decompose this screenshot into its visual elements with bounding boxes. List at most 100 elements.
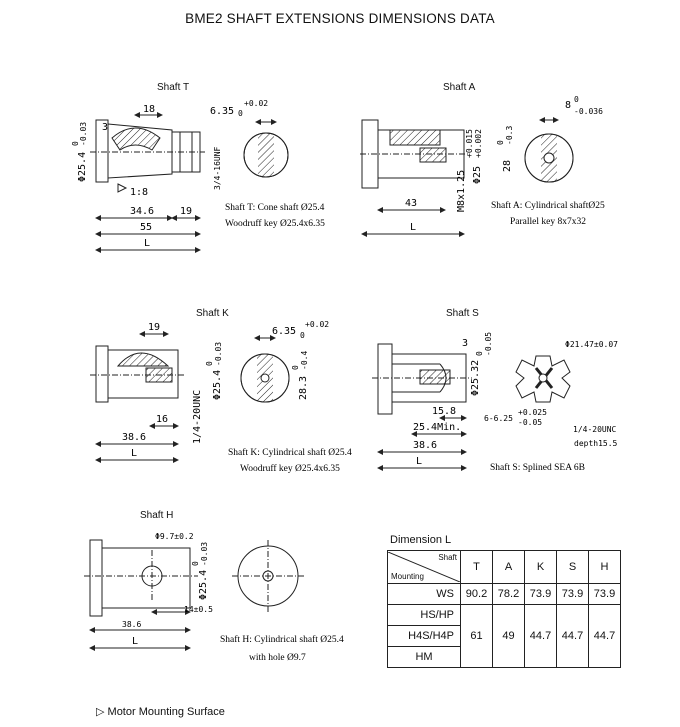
shaft-k-dim-19: 19 xyxy=(148,322,160,333)
shaft-a-dim-thread: M8x1.25 xyxy=(456,170,467,212)
value-cell: 90.2 xyxy=(460,583,493,605)
shaft-k-caption-1: Shaft K: Cylindrical shaft Ø25.4 xyxy=(228,447,352,458)
shaft-h-caption-2: with hole Ø9.7 xyxy=(249,653,306,663)
shaft-k-dim-28-tol2: -0.4 xyxy=(300,351,309,370)
shaft-s-dim-25-4: 25.4Min. xyxy=(413,422,461,433)
shaft-s-dim-dia-tol2: -0.05 xyxy=(484,332,493,356)
shaft-s-dim-thread: 1/4-20UNC xyxy=(573,425,617,434)
shaft-h-drawing xyxy=(84,539,304,651)
shaft-t-label: Shaft T xyxy=(157,82,190,93)
shaft-k-dim-key-tol2: 0 xyxy=(300,331,305,340)
shaft-k-dim-dia-tol2: -0.03 xyxy=(214,342,223,366)
value-cell: 49 xyxy=(492,604,525,668)
shaft-s-label: Shaft S xyxy=(446,308,479,319)
column-header: T xyxy=(460,550,493,584)
shaft-s-dim-15-8: 15.8 xyxy=(432,406,456,417)
mounting-cell: HS/HP xyxy=(387,604,461,626)
shaft-h-label: Shaft H xyxy=(140,510,174,521)
shaft-a-dim-key-tol2: -0.036 xyxy=(574,107,603,116)
shaft-h-dim-dia: Φ25.4 xyxy=(198,570,209,600)
shaft-a-dim-dia: Φ25 xyxy=(472,166,483,184)
shaft-s-dim-width-tol2: -0.05 xyxy=(518,418,542,427)
shaft-s-dim-3: 3 xyxy=(462,338,468,349)
shaft-a-dim-key: 8 xyxy=(565,100,571,111)
shaft-t-dim-18: 18 xyxy=(143,104,155,115)
table-header-row: Shaft Mounting T A K S H xyxy=(387,550,621,584)
shaft-t-dim-34-6: 34.6 xyxy=(130,206,154,217)
shaft-a-dim-28-tol2: -0.3 xyxy=(505,126,514,145)
shaft-k-dim-dia-tol: 0 xyxy=(205,361,214,366)
table-corner-cell: Shaft Mounting xyxy=(387,550,461,584)
value-cell: 44.7 xyxy=(588,604,621,668)
shaft-t-dim-thread: 3/4-16UNF xyxy=(213,146,222,190)
shaft-a-drawing xyxy=(360,117,574,237)
shaft-h-caption-1: Shaft H: Cylindrical shaft Ø25.4 xyxy=(220,634,344,645)
shaft-h-dim-hole: Φ9.7±0.2 xyxy=(155,532,194,541)
mounting-cell: HM xyxy=(387,646,461,668)
shaft-t-dim-55: 55 xyxy=(140,222,152,233)
shaft-a-caption-2: Parallel key 8x7x32 xyxy=(510,217,586,227)
shaft-a-dim-key-tol: 0 xyxy=(574,95,579,104)
shaft-k-drawing xyxy=(90,331,290,463)
legend-text: Motor Mounting Surface xyxy=(107,706,225,718)
shaft-t-drawing xyxy=(90,112,289,253)
shaft-k-dim-key: 6.35 xyxy=(272,326,296,337)
shaft-a-dim-43: 43 xyxy=(405,198,417,209)
mounting-cell: WS xyxy=(387,583,461,605)
shaft-a-dim-dia-tol: +0.015 xyxy=(465,129,474,158)
table-row: H4S/H4P xyxy=(387,625,621,647)
value-cell: 73.9 xyxy=(588,583,621,605)
shaft-k-dim-thread: 1/4-20UNC xyxy=(192,390,203,444)
value-cell: 73.9 xyxy=(556,583,589,605)
column-header: K xyxy=(524,550,557,584)
shaft-t-dim-l: L xyxy=(144,238,150,249)
shaft-t-dim-dia-tol2: -0.03 xyxy=(79,122,88,146)
column-header: H xyxy=(588,550,621,584)
shaft-s-dim-spline: Φ21.47±0.07 xyxy=(565,340,618,349)
value-cell: 44.7 xyxy=(524,604,557,668)
shaft-s-dim-l: L xyxy=(416,456,422,467)
shaft-k-label: Shaft K xyxy=(196,308,229,319)
shaft-a-dim-dia-tol2: +0.002 xyxy=(474,129,483,158)
shaft-k-dim-16: 16 xyxy=(156,414,168,425)
table-row: HM xyxy=(387,646,621,668)
shaft-t-caption-2: Woodruff key Ø25.4x6.35 xyxy=(225,218,325,229)
shaft-a-dim-28-tol: 0 xyxy=(496,140,505,145)
shaft-s-dim-dia-tol: 0 xyxy=(475,351,484,356)
shaft-t-dim-dia: Φ25.4 xyxy=(77,152,88,182)
shaft-k-dim-28-3: 28.3 xyxy=(298,376,309,400)
legend: ▷ Motor Mounting Surface xyxy=(96,705,225,718)
mounting-surface-icon: ▷ xyxy=(96,706,105,718)
dimension-table-title: Dimension L xyxy=(390,534,452,546)
shaft-s-dim-width-tol: +0.025 xyxy=(518,408,547,417)
shaft-t-dim-dia-tol: 0 xyxy=(71,141,80,146)
shaft-a-label: Shaft A xyxy=(443,82,476,93)
shaft-h-dim-dia-tol2: -0.03 xyxy=(200,542,209,566)
dimension-table: Shaft Mounting T A K S H WS 90.2 78.2 73… xyxy=(387,550,621,668)
table-row: WS 90.2 78.2 73.9 73.9 73.9 xyxy=(387,583,621,605)
shaft-k-dim-l: L xyxy=(131,448,137,459)
header-shaft-label: Shaft xyxy=(438,553,457,562)
shaft-t-caption-1: Shaft T: Cone shaft Ø25.4 xyxy=(225,202,325,213)
shaft-t-dim-key-tol: +0.02 xyxy=(244,99,268,108)
shaft-s-dim-depth: depth15.5 xyxy=(574,439,618,448)
shaft-k-caption-2: Woodruff key Ø25.4x6.35 xyxy=(240,463,340,474)
shaft-h-dim-38-6: 38.6 xyxy=(122,620,141,629)
value-cell: 73.9 xyxy=(524,583,557,605)
shaft-h-dim-dia-tol: 0 xyxy=(191,561,200,566)
shaft-k-dim-28-tol: 0 xyxy=(291,365,300,370)
value-cell: 61 xyxy=(460,604,493,668)
value-cell: 78.2 xyxy=(492,583,525,605)
shaft-h-dim-14: 14±0.5 xyxy=(184,605,213,614)
shaft-s-dim-width: 6-6.25 xyxy=(484,414,513,423)
shaft-t-dim-3: 3 xyxy=(102,122,108,133)
shaft-t-dim-taper: 1:8 xyxy=(130,187,148,198)
shaft-t-dim-key-tol2: 0 xyxy=(238,109,243,118)
shaft-s-dim-dia: Φ25.32 xyxy=(470,360,481,396)
shaft-a-dim-28: 28 xyxy=(502,160,513,172)
shaft-s-drawing xyxy=(372,343,571,471)
shaft-t-dim-key: 6.35 xyxy=(210,106,234,117)
shaft-k-dim-dia: Φ25.4 xyxy=(212,370,223,400)
header-mounting-label: Mounting xyxy=(391,572,424,581)
